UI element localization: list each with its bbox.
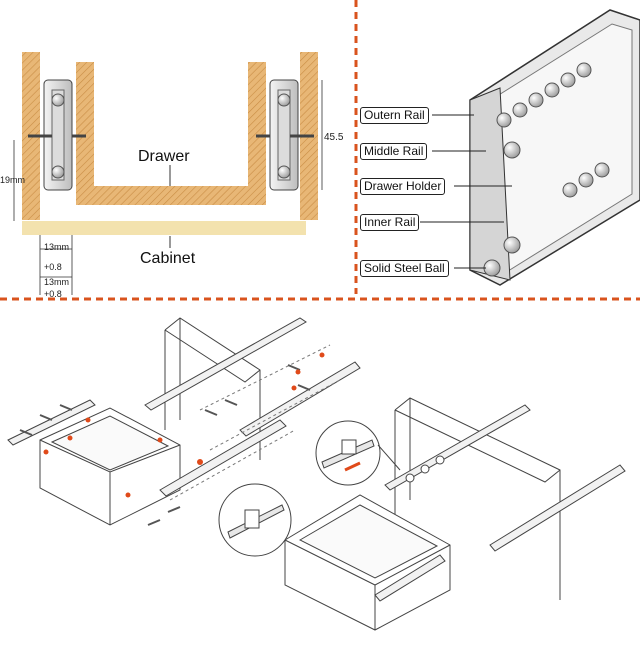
cabinet-1 bbox=[164, 317, 261, 460]
ball-row-top bbox=[496, 62, 592, 128]
drawer-label: Drawer bbox=[138, 148, 190, 165]
rail-profile-panel bbox=[420, 9, 640, 286]
dimension-tol-top: +0.8 bbox=[44, 262, 62, 272]
rail-profile-end bbox=[469, 87, 511, 281]
callout-middle-rail: Middle Rail bbox=[360, 143, 428, 161]
dimension-gap-bottom: 13mm bbox=[44, 277, 70, 287]
right-slide bbox=[256, 79, 314, 191]
callout-drawer-holder: Drawer Holder bbox=[360, 178, 446, 196]
dimension-height-right: 45.5 bbox=[324, 132, 344, 143]
steel-ball-bottom bbox=[483, 259, 501, 277]
callout-outer-rail: Outern Rail bbox=[360, 107, 429, 125]
drawer-body bbox=[76, 62, 266, 205]
ball-row-bottom bbox=[562, 162, 610, 198]
drawer-2 bbox=[284, 494, 451, 631]
mount-markers bbox=[43, 352, 325, 498]
dimension-height-left: 19mm bbox=[0, 175, 26, 185]
cross-section-panel bbox=[13, 52, 323, 295]
dimension-tol-bottom: +0.8 bbox=[44, 289, 62, 299]
cabinet-label: Cabinet bbox=[140, 250, 196, 267]
callout-inner-rail: Inner Rail bbox=[360, 214, 420, 232]
rail-set-2 bbox=[374, 404, 626, 602]
screws bbox=[19, 364, 311, 526]
cabinet-base bbox=[22, 221, 306, 235]
left-slide bbox=[28, 79, 86, 191]
dimension-gap-top: 13mm bbox=[44, 242, 70, 252]
callout-steel-ball: Solid Steel Ball bbox=[360, 260, 449, 278]
installation-panel bbox=[7, 317, 626, 631]
drawer-1 bbox=[39, 407, 181, 526]
